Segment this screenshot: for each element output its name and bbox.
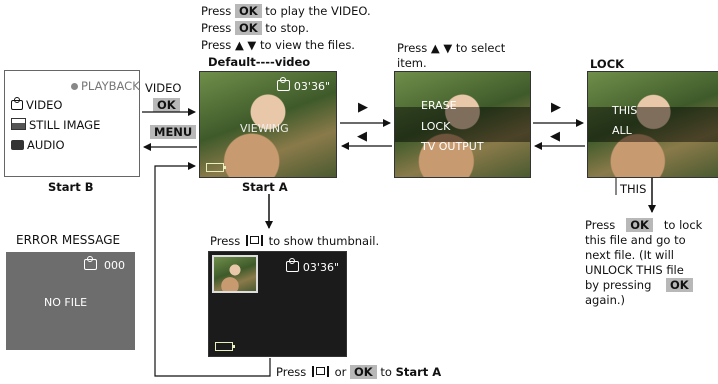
screen-menu: ERASE LOCK TV OUTPUT [394, 71, 531, 178]
playback-item-audio: AUDIO [11, 138, 65, 152]
thumbnail-time: 03'36" [286, 258, 339, 274]
thumbnail-image [212, 255, 258, 293]
ok-key: OK [350, 365, 377, 379]
ok-key: OK [666, 278, 693, 292]
bottom-instruction: Press or OK to Start A [276, 365, 442, 379]
lock-item-this: THIS [612, 104, 638, 117]
error-counter: 000 [84, 256, 125, 272]
right-triangle-icon: ▶ [358, 100, 368, 115]
menu-item-tv-output: TV OUTPUT [421, 140, 484, 153]
instruction-stop: Press OK to stop. [201, 21, 309, 35]
video-camera-icon [11, 97, 23, 110]
screen-a-overlay: VIEWING [240, 122, 289, 135]
ok-key: OK [626, 218, 653, 232]
battery-icon [206, 163, 226, 172]
lock-description: Press OK to lock this file and go to nex… [585, 218, 703, 307]
video-camera-icon [277, 77, 291, 91]
screen-a-time: 03'36" [277, 77, 330, 93]
this-label: THIS [620, 182, 647, 196]
screen-lock: THIS ALL [587, 71, 718, 178]
ok-key: OK [153, 98, 180, 112]
menu-item-erase: ERASE [421, 99, 457, 112]
battery-icon [215, 342, 235, 351]
loop-back-line [154, 162, 271, 377]
audio-tape-icon [11, 140, 24, 150]
instruction-play: Press OK to play the VIDEO. [201, 4, 371, 18]
dot-icon [71, 83, 78, 90]
thumbnail-instruction: Press to show thumbnail. [210, 234, 380, 248]
playback-title: PLAYBACK [71, 79, 140, 93]
screen-start-a: 03'36" VIEWING [199, 71, 337, 178]
video-camera-icon [84, 256, 97, 270]
error-no-file: NO FILE [44, 296, 88, 309]
instruction-view: Press ▲ ▼ to view the files. [201, 38, 355, 52]
lock-item-all: ALL [612, 124, 632, 137]
image-icon [11, 118, 26, 130]
playback-menu-box: PLAYBACK VIDEO STILL IMAGE AUDIO [4, 70, 140, 177]
left-triangle-icon: ◀ [550, 129, 560, 144]
right-triangle-icon: ▶ [551, 100, 561, 115]
select-item-instruction: Press ▲ ▼ to select [397, 41, 506, 55]
screen-thumbnail: 03'36" [208, 251, 347, 357]
lock-header: LOCK [590, 57, 625, 71]
thumbnail-key-icon [245, 235, 263, 246]
menu-item-lock: LOCK [421, 120, 451, 133]
menu-key: MENU [150, 125, 197, 139]
select-item-instruction-2: item. [397, 56, 427, 70]
left-triangle-icon: ◀ [357, 129, 367, 144]
screen-error: 000 NO FILE [6, 252, 135, 350]
video-label: VIDEO [145, 81, 182, 95]
up-down-arrows-icon: ▲ ▼ [234, 38, 257, 52]
ok-key: OK [234, 21, 262, 35]
playback-item-video: VIDEO [11, 97, 62, 112]
thumbnail-key-icon [311, 366, 329, 377]
error-message-title: ERROR MESSAGE [16, 233, 121, 247]
ok-key: OK [234, 4, 262, 18]
start-b-caption: Start B [48, 180, 94, 194]
playback-item-still-image: STILL IMAGE [11, 118, 100, 132]
default-video-header: Default----video [208, 55, 311, 69]
video-camera-icon [286, 258, 300, 272]
start-a-caption: Start A [242, 180, 288, 194]
